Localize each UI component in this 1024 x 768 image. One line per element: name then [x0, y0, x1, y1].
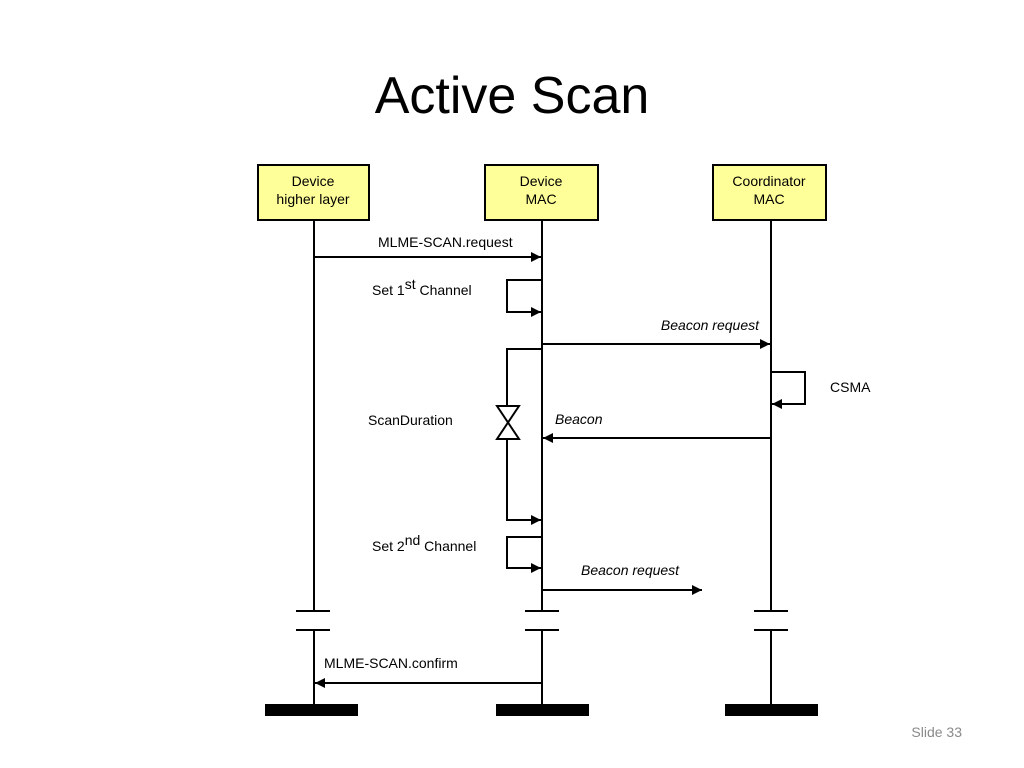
participant-coordinator-mac: Coordinator MAC — [712, 164, 827, 221]
slide-title: Active Scan — [374, 67, 650, 125]
participant-label-line1: Coordinator — [732, 173, 805, 189]
participant-label-line2: higher layer — [276, 191, 349, 207]
participant-label-line2: MAC — [753, 191, 784, 207]
participant-device-higher-layer: Device higher layer — [257, 164, 370, 221]
message-label: Beacon — [555, 411, 603, 427]
lifeline-device-mac — [496, 220, 589, 716]
self-loop-arrow — [771, 371, 806, 409]
lifeline-end-bar — [265, 704, 358, 716]
message-label: MLME-SCAN.request — [378, 234, 513, 250]
message-set-first-channel: Set 1st Channel — [372, 276, 542, 317]
timer-bracket-top — [506, 348, 542, 406]
self-loop-arrow — [506, 536, 542, 573]
timer-bracket-bottom — [506, 439, 541, 525]
lifeline-end-bar — [496, 704, 589, 716]
message-beacon-request-2: Beacon request — [542, 562, 702, 595]
message-label: Beacon request — [581, 562, 680, 578]
message-label: Set 1st Channel — [372, 276, 472, 298]
message-beacon: Beacon — [543, 411, 771, 443]
participant-label-line2: MAC — [525, 191, 556, 207]
self-loop-arrow — [506, 279, 542, 317]
message-csma: CSMA — [771, 371, 871, 409]
message-label: Beacon request — [661, 317, 760, 333]
message-label: CSMA — [830, 379, 871, 395]
scan-duration-timer: ScanDuration — [368, 348, 542, 525]
slide-number: Slide 33 — [911, 724, 962, 740]
message-beacon-request-1: Beacon request — [542, 317, 770, 349]
participant-label-line1: Device — [292, 173, 335, 189]
message-label: MLME-SCAN.confirm — [324, 655, 458, 671]
message-label: Set 2nd Channel — [372, 532, 476, 554]
message-set-second-channel: Set 2nd Channel — [372, 532, 542, 573]
participant-device-mac: Device MAC — [484, 164, 599, 221]
participant-label-line1: Device — [520, 173, 563, 189]
lifeline-coordinator-mac — [725, 220, 818, 716]
hourglass-icon — [495, 405, 521, 440]
lifeline-device-higher-layer — [265, 220, 358, 716]
lifeline-end-bar — [725, 704, 818, 716]
message-scan-confirm: MLME-SCAN.confirm — [315, 655, 542, 688]
message-scan-request: MLME-SCAN.request — [314, 234, 541, 262]
timer-label: ScanDuration — [368, 412, 453, 428]
